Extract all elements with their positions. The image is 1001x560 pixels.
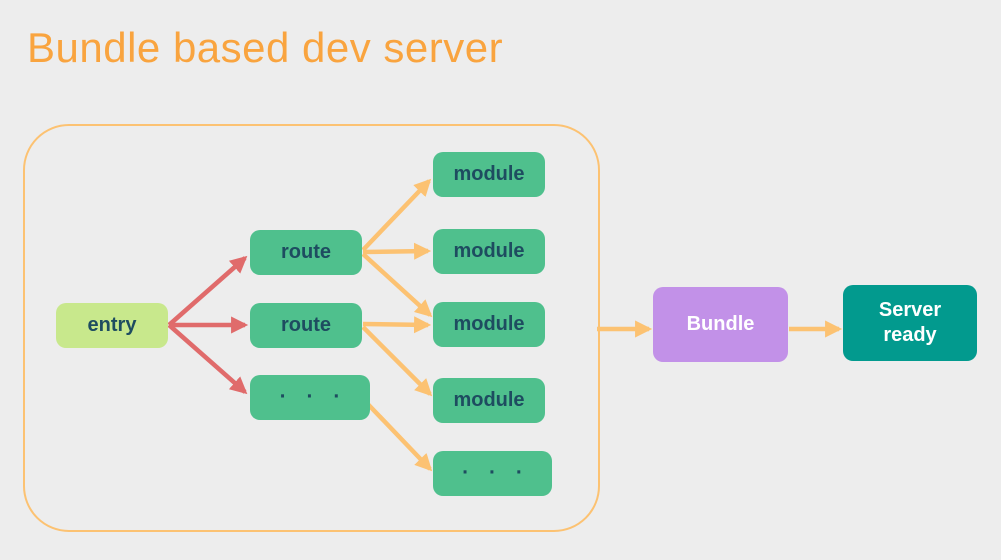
node-entry: entry [56, 303, 168, 348]
node-route-1: route [250, 230, 362, 275]
node-route-more: · · · [250, 375, 370, 420]
node-module-4: module [433, 378, 545, 423]
node-route-2: route [250, 303, 362, 348]
node-module-more: · · · [433, 451, 552, 496]
node-bundle: Bundle [653, 287, 788, 362]
node-module-2: module [433, 229, 545, 274]
page-title: Bundle based dev server [27, 24, 504, 71]
node-server-ready: Server ready [843, 285, 977, 361]
node-module-1: module [433, 152, 545, 197]
node-module-3: module [433, 302, 545, 347]
